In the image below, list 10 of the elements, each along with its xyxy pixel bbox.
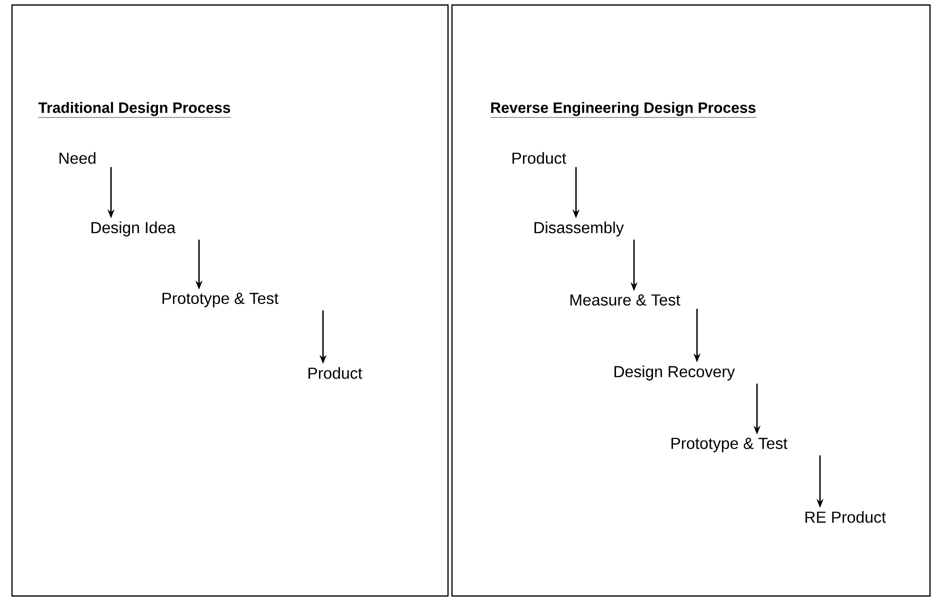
step-label: Product: [512, 152, 566, 164]
step-label: Product: [308, 367, 362, 379]
step-label: Prototype & Test: [162, 292, 278, 308]
step-label: Measure & Test: [570, 294, 680, 306]
step-label: Prototype & Test: [672, 438, 788, 452]
step-label: RE Product: [806, 511, 886, 523]
step-label: Need: [60, 152, 96, 164]
step-label: Design Recovery: [614, 366, 735, 380]
step-label: Design Idea: [92, 222, 176, 236]
step-label: Disassembly: [534, 222, 624, 236]
